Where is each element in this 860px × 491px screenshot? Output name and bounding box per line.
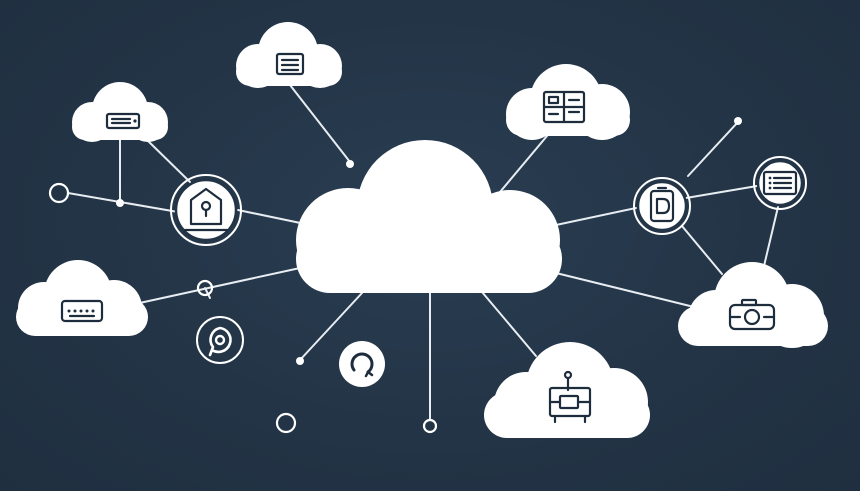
badge-chat [196,316,244,364]
endpoint-dot [734,117,742,125]
endpoint-dot [346,160,354,168]
connector-line [555,272,691,307]
server-rack-icon [105,112,141,130]
connector-line [204,287,211,299]
endpoint-ring [196,279,214,297]
refresh-icon [350,352,374,378]
list-icon [762,170,798,196]
central-cloud [296,140,562,293]
cloud-top-right [506,64,630,140]
endpoint-dot [116,199,124,207]
connector-line [289,84,351,163]
cloud-right [678,262,828,348]
cloud-top-center [236,22,342,88]
cloud-left [16,260,148,336]
badge-device [633,177,691,235]
endpoint-ring [422,418,438,434]
connector-line [299,292,363,361]
chat-bubble-icon [208,326,232,357]
endpoint-nodes [48,117,742,434]
dashboard-grid-icon [542,90,586,124]
connector-line [481,291,537,357]
badge-home-lock [170,174,242,246]
device-icon [649,186,675,223]
camera-icon [728,298,776,331]
endpoint-dot [296,357,304,365]
connector-line [687,121,739,177]
keyboard-icon [60,299,104,323]
network-hierarchy-icon [548,370,592,424]
connector-line [134,267,301,305]
document-icon [275,52,305,76]
endpoint-ring [48,182,70,204]
badge-list [753,156,807,210]
home-lock-icon [183,187,229,232]
endpoint-ring [275,412,297,434]
connector-line [763,206,779,267]
cloud-bottom-right [484,342,650,438]
badge-refresh [339,341,385,387]
connector-line [499,129,553,193]
connector-line [144,137,191,183]
connector-line [681,225,723,275]
connector-line [555,207,637,226]
connector-line [237,209,311,226]
connector-line [685,185,758,199]
connector-lines [67,84,779,421]
cloud-top-left [72,82,168,142]
